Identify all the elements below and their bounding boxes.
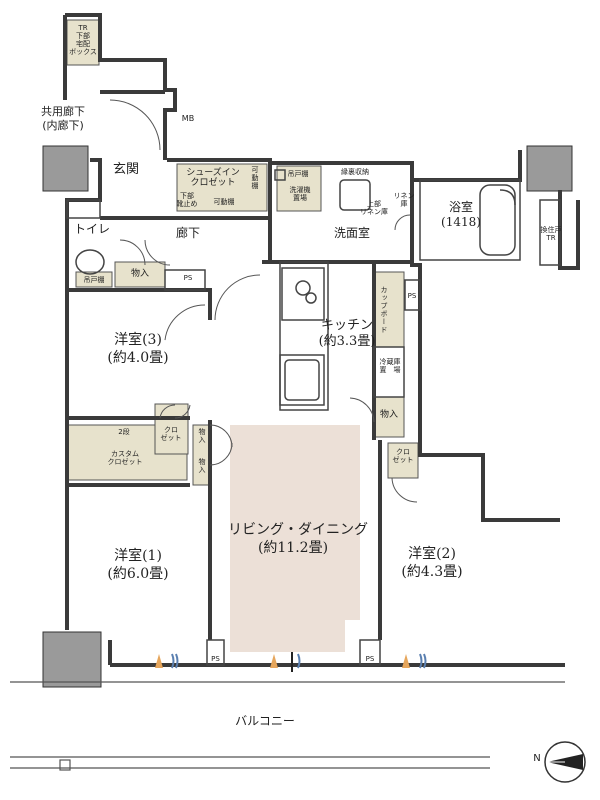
columns xyxy=(42,145,573,688)
linen-storage-label: 縁裏収納 xyxy=(341,168,369,176)
door-swings xyxy=(109,99,418,503)
ps3-label: PS xyxy=(211,655,220,663)
ps1-label: PS xyxy=(183,274,193,282)
storage3-label: 物 入 xyxy=(198,428,206,445)
thin-walls xyxy=(66,169,561,666)
balcony-label: バルコニー xyxy=(235,714,295,728)
living-dining-label: リビング・ダイニング (約11.2畳) xyxy=(228,522,368,556)
storage4-label: 物 入 xyxy=(198,458,206,475)
custom-closet-label: カスタム クロゼット xyxy=(107,450,143,467)
kitchen-label: キッチン (約3.3畳) xyxy=(318,318,376,350)
living-dining-floor xyxy=(230,425,360,652)
ps4-label: PS xyxy=(365,655,375,663)
room1-label: 洋室(1) (約6.0畳) xyxy=(107,548,169,582)
movable-shelf-vertical-label: 可 動 棚 xyxy=(251,166,259,191)
room3-label: 洋室(3) (約4.0畳) xyxy=(107,332,169,366)
linen-label: リネン 庫 xyxy=(393,192,415,209)
hanging-shelf-toilet-label: 吊戸棚 xyxy=(83,276,105,284)
entrance-label: 玄関 xyxy=(112,162,139,177)
storage-fills xyxy=(66,19,419,486)
bath-label: 浴室 (1418) xyxy=(441,200,481,229)
upper-linen-label: 上部 リネン庫 xyxy=(360,200,388,217)
fridge-label: 冷蔵庫 置 場 xyxy=(379,358,401,375)
window-markers xyxy=(155,652,427,672)
common-corridor-label: 共用廊下 (内廊下) xyxy=(41,105,85,132)
room2-label: 洋室(2) (約4.3畳) xyxy=(401,546,463,580)
ps2-label: PS xyxy=(407,292,417,300)
north-label: N xyxy=(533,753,541,764)
lower-shoe-label: 下部 靴止め xyxy=(176,192,198,209)
shoes-closet-label: シューズイン クロゼット xyxy=(186,168,240,189)
movable-shelf-label: 可動棚 xyxy=(213,198,235,206)
storage2-label: 物入 xyxy=(379,410,398,420)
mb-label: MB xyxy=(181,114,195,123)
balcony-outline xyxy=(10,681,565,771)
north-compass-icon xyxy=(544,741,586,783)
washroom-label: 洗面室 xyxy=(333,226,370,240)
cupboard-label: カップボード xyxy=(380,286,389,334)
tr-box-label: TR 下部 宅配 ボックス xyxy=(69,24,97,57)
closet1-label: クロ ゼット xyxy=(160,426,182,443)
hallway-label: 廊下 xyxy=(175,226,200,240)
closet2-label: クロ ゼット xyxy=(392,448,414,465)
toilet-label: トイレ xyxy=(73,222,110,236)
two-tier-label: 2段 xyxy=(118,428,130,436)
fire-tr-label: 換住戸 TR xyxy=(540,226,562,243)
storage1-label: 物入 xyxy=(130,269,149,279)
washer-space-label: 洗濯機 置場 xyxy=(289,186,311,203)
hanging-shelf-top-label: 吊戸棚 xyxy=(287,170,309,178)
